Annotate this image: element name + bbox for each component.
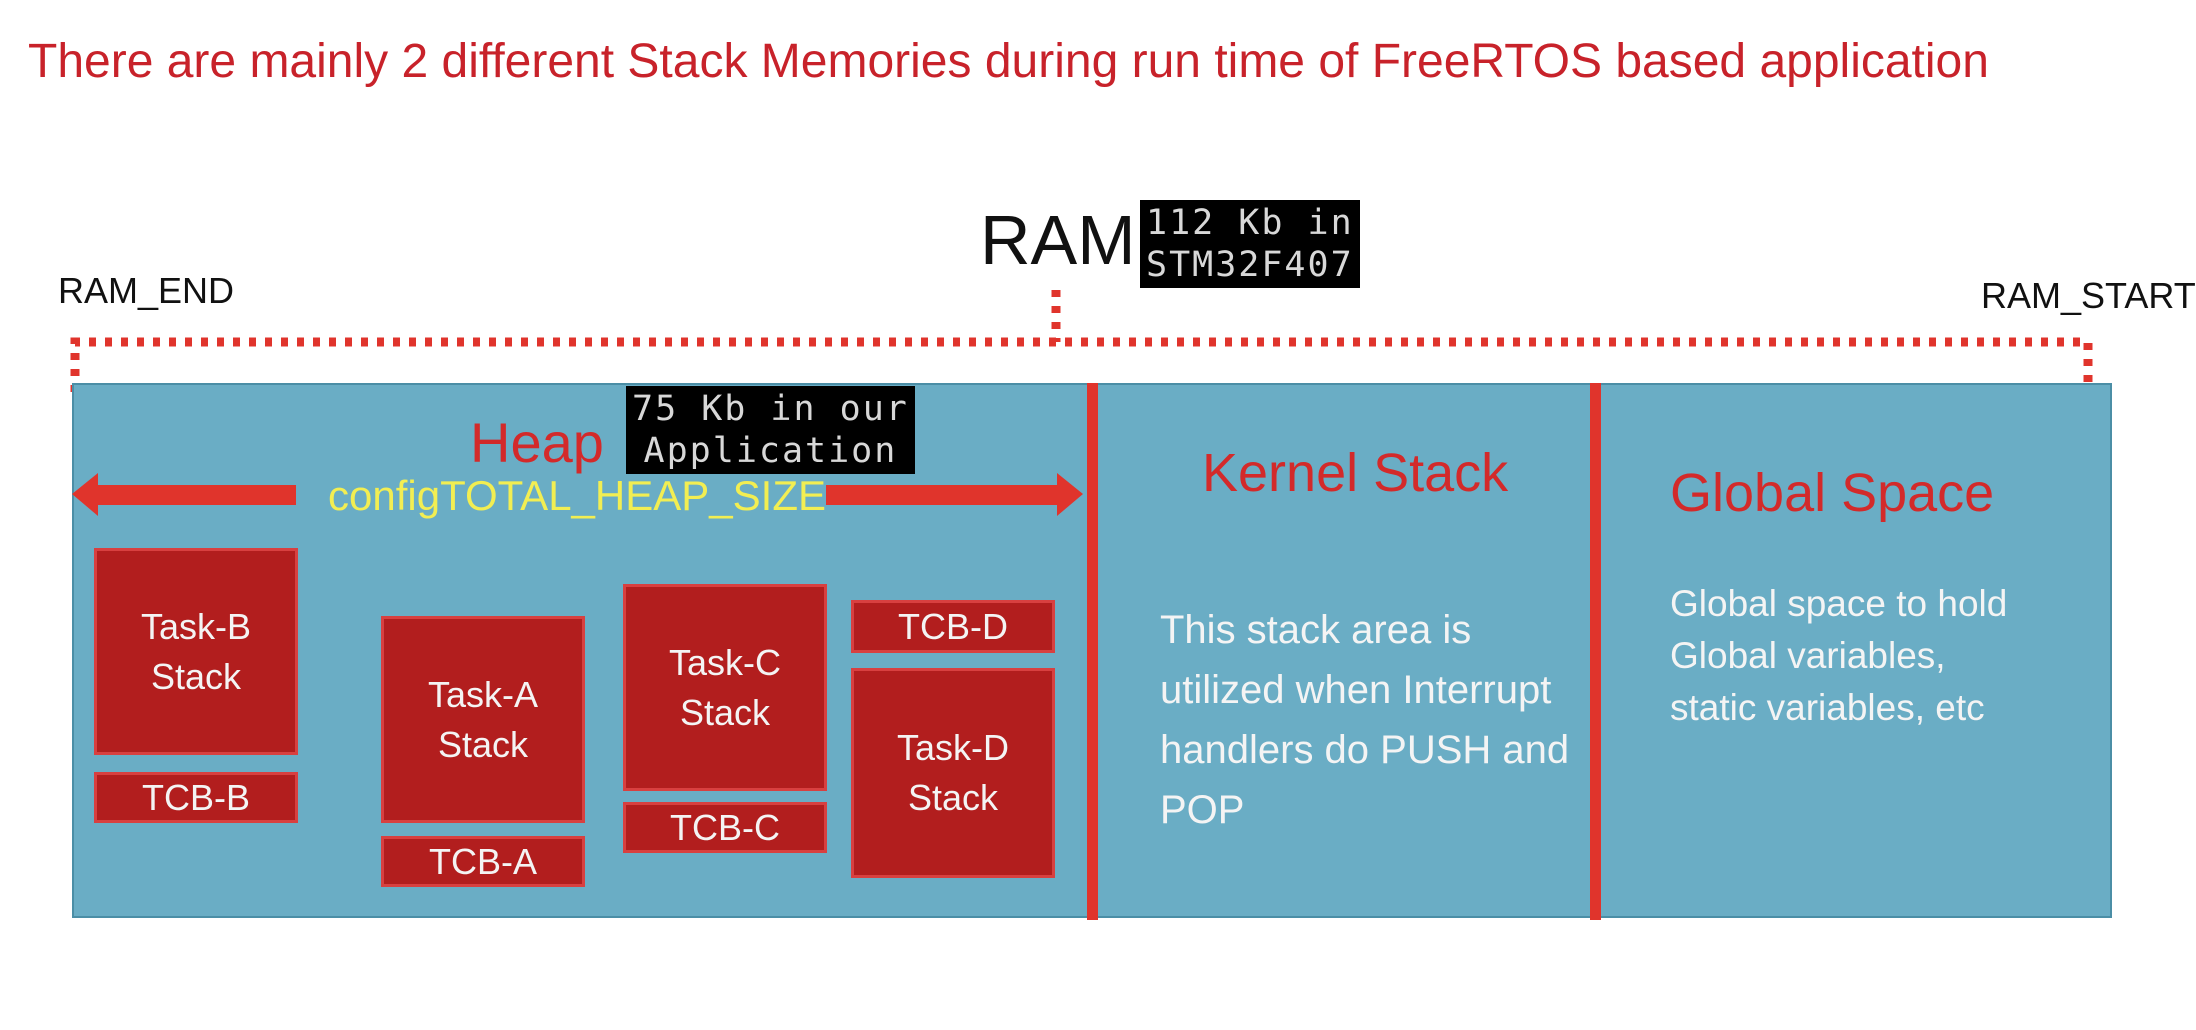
tcb-a-block: TCB-A — [381, 836, 585, 887]
heap-size-config-label: configTOTAL_HEAP_SIZE — [328, 472, 826, 519]
ram-start-label: RAM_START — [1981, 275, 2196, 316]
ram-end-label: RAM_END — [58, 270, 235, 311]
heap-right-arrow — [826, 473, 1083, 516]
ram-title: RAM — [980, 201, 1136, 279]
task-d-stack-block: Task-D Stack — [851, 668, 1055, 878]
heap-title: Heap — [470, 411, 604, 474]
ram-size-note: 112 Kb in STM32F407 — [1140, 200, 1360, 288]
task-a-stack-block: Task-A Stack — [381, 616, 585, 823]
tcb-c-block: TCB-C — [623, 802, 827, 853]
tcb-b-block: TCB-B — [94, 772, 298, 823]
task-b-stack-block: Task-B Stack — [94, 548, 298, 755]
tcb-d-block: TCB-D — [851, 600, 1055, 653]
heap-left-arrow — [72, 473, 296, 516]
kernel-global-divider — [1590, 383, 1601, 920]
kernel-stack-title: Kernel Stack — [1202, 443, 1509, 503]
heap-size-note: 75 Kb in our Application — [626, 386, 915, 474]
task-c-stack-block: Task-C Stack — [623, 584, 827, 791]
kernel-stack-description: This stack area is utilized when Interru… — [1160, 608, 1570, 832]
slide-headline: There are mainly 2 different Stack Memor… — [28, 35, 1989, 88]
heap-kernel-divider — [1087, 383, 1098, 920]
global-space-title: Global Space — [1670, 463, 1995, 523]
global-space-description: Global space to hold Global variables, s… — [1670, 583, 2008, 728]
